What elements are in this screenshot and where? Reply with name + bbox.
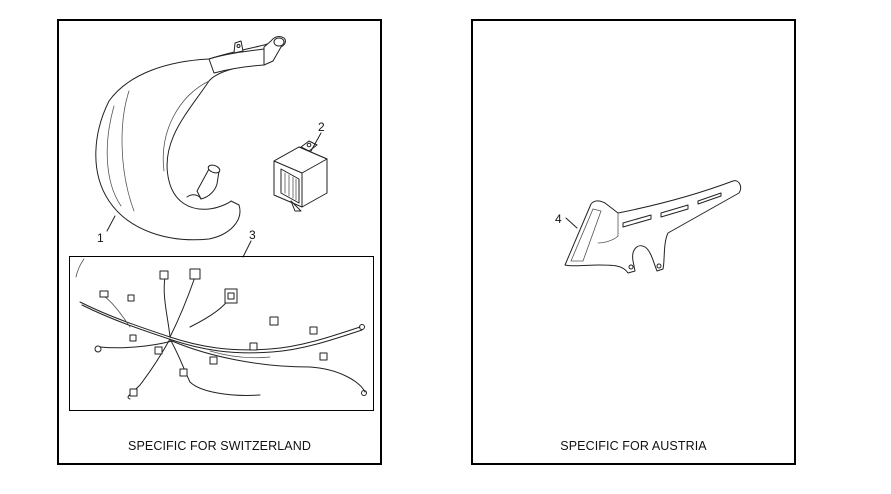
wiring-harness-drawing xyxy=(75,258,367,400)
callout-number: 1 xyxy=(97,231,104,245)
exhaust-pipe-drawing xyxy=(95,36,286,241)
right-panel: 4 SPECIFIC FOR AUSTRIA xyxy=(471,19,796,465)
left-panel: 1 2 3 xyxy=(57,19,382,465)
panel-caption: SPECIFIC FOR SWITZERLAND xyxy=(128,439,311,453)
wiring-harness-box xyxy=(69,256,374,411)
panel-caption: SPECIFIC FOR AUSTRIA xyxy=(560,439,707,453)
callout-number: 4 xyxy=(555,212,562,226)
cdi-unit-drawing xyxy=(273,132,328,212)
chain-guard-drawing xyxy=(564,180,742,274)
harness-leader-line xyxy=(242,240,252,258)
callout-number: 2 xyxy=(318,120,325,134)
callout-number: 3 xyxy=(249,228,256,242)
